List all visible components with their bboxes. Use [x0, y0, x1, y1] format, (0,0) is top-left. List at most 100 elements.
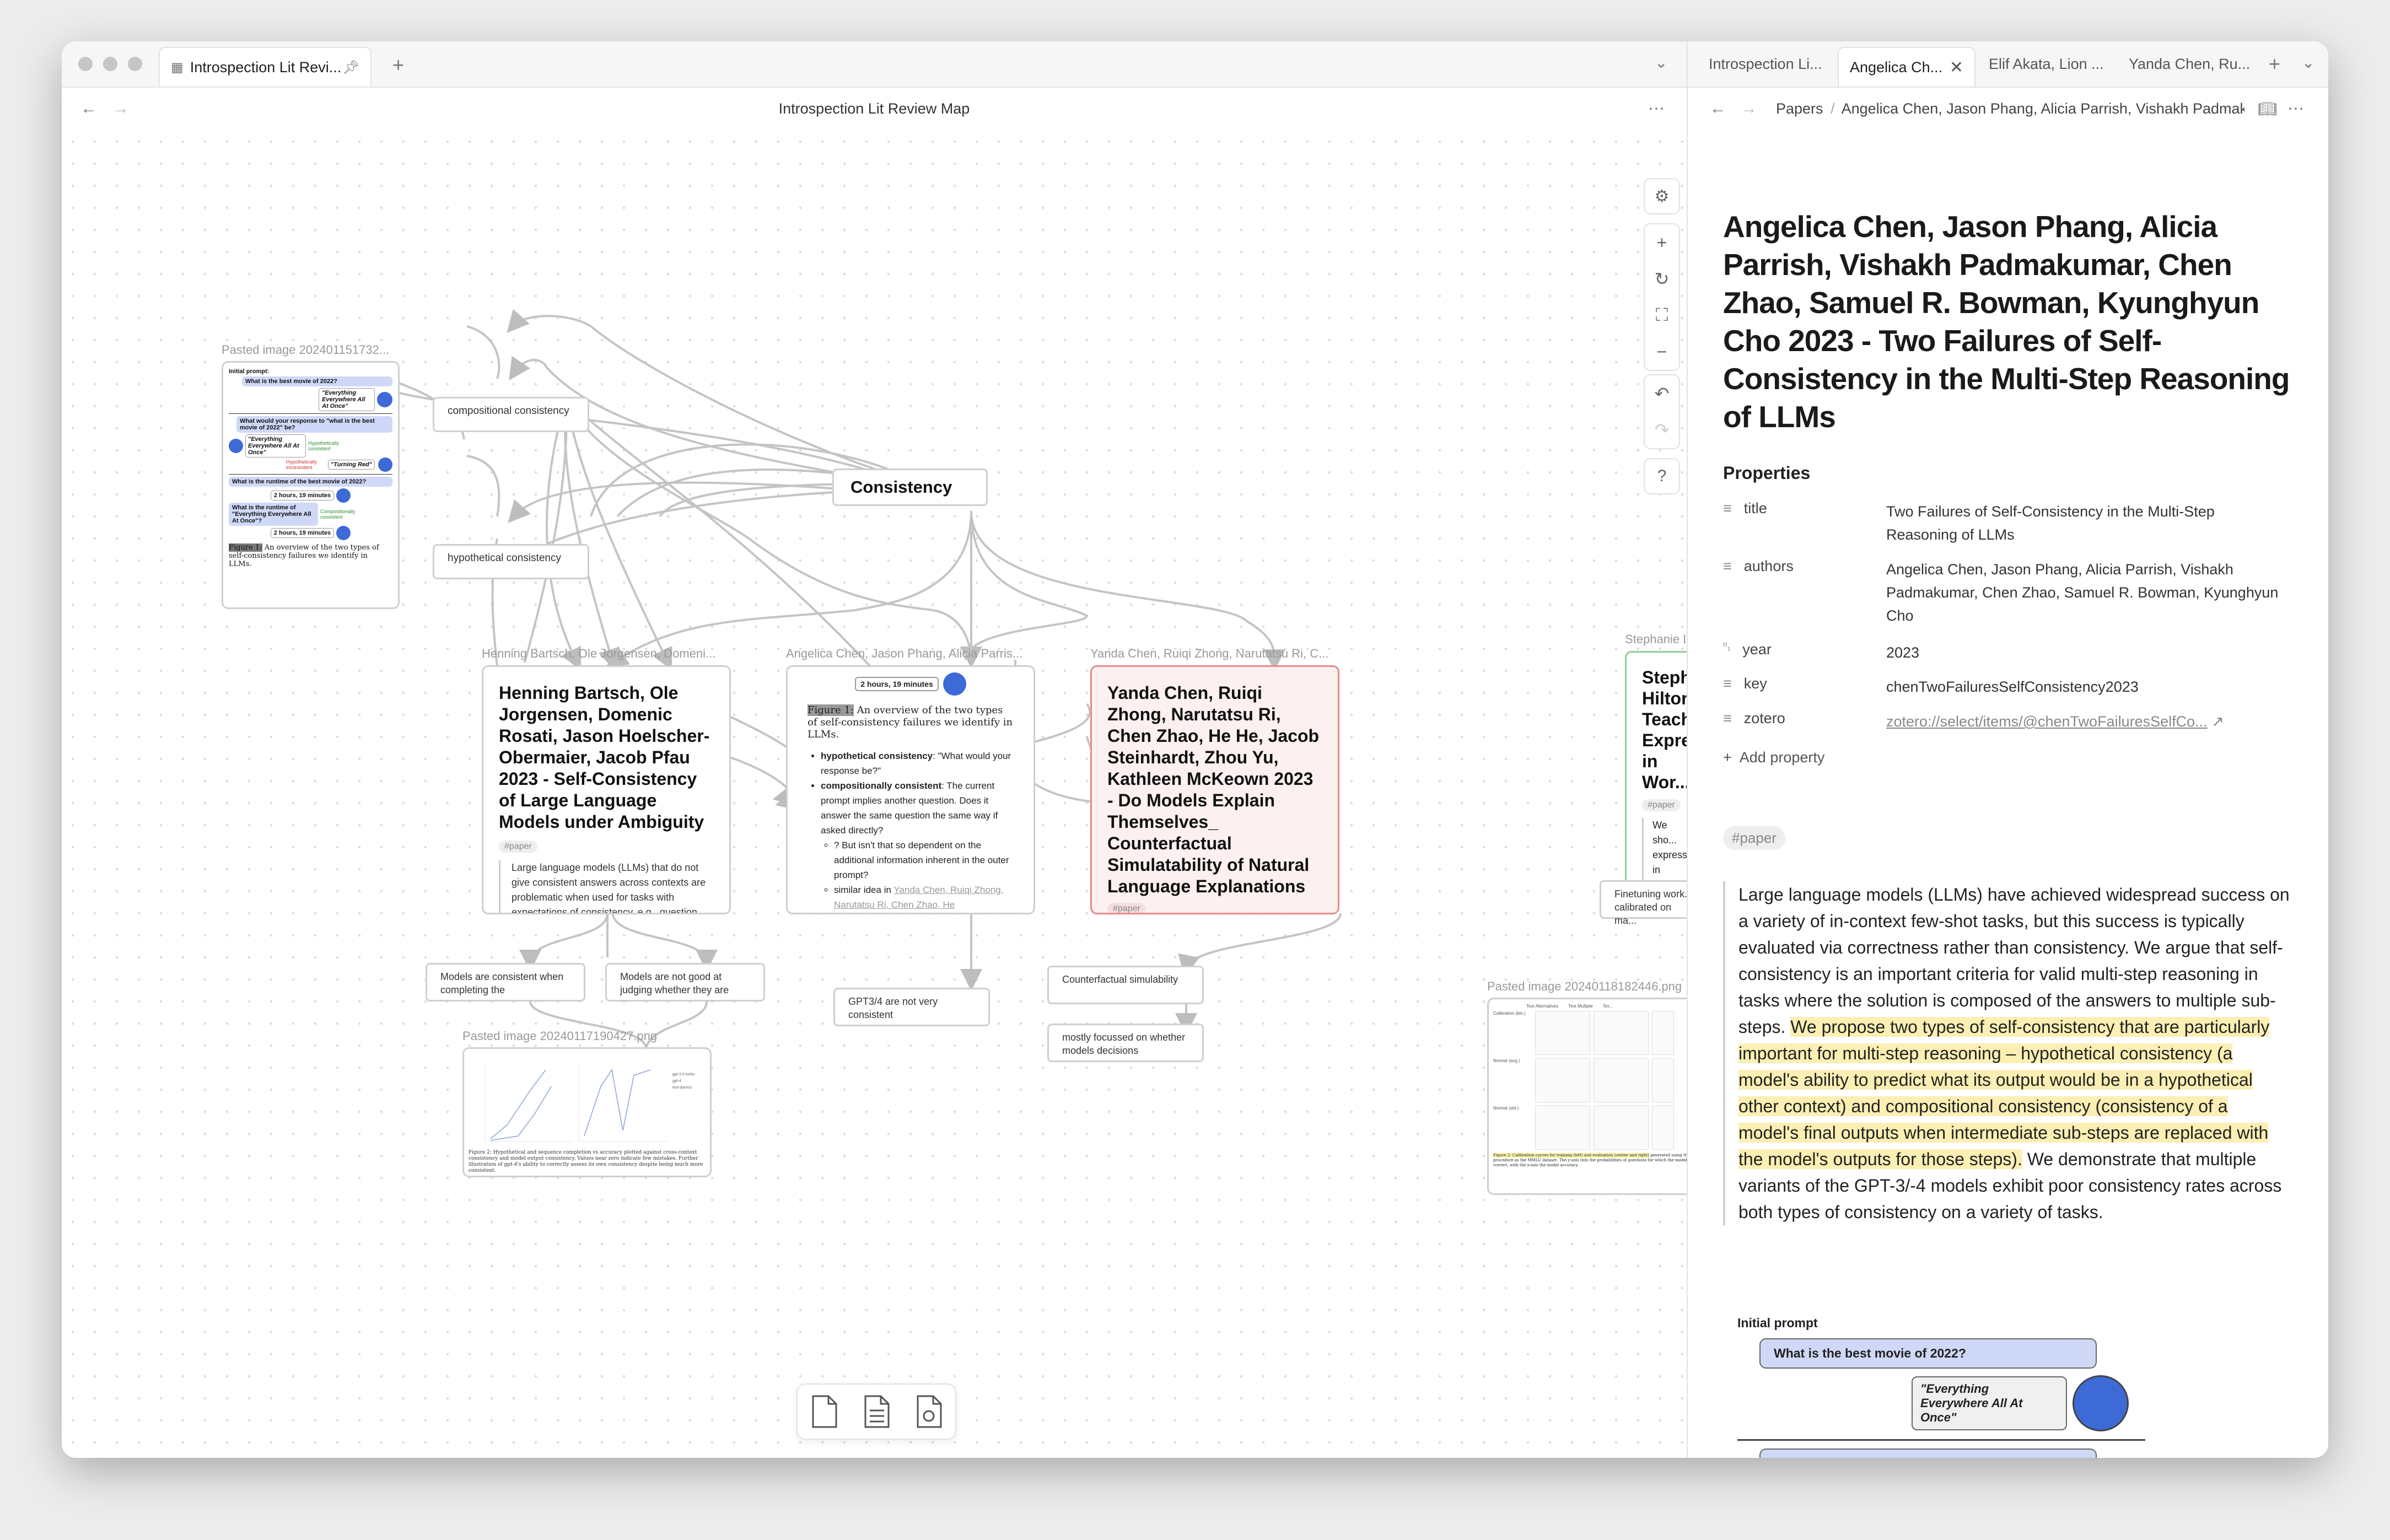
- more-options-icon[interactable]: ⋯: [1648, 99, 1665, 118]
- fit-to-screen-icon[interactable]: ⛶: [1655, 305, 1668, 325]
- node-consistency[interactable]: Consistency: [832, 469, 988, 506]
- mini-q3: What is the runtime of the best movie of…: [229, 477, 392, 487]
- node-finetuning[interactable]: Finetuning work... calibrated on ma...: [1600, 880, 1687, 926]
- redo-icon[interactable]: ↷: [1654, 420, 1670, 440]
- tab-label: Yanda Chen, Ru...: [2129, 55, 2251, 72]
- yanda-paper-card[interactable]: Yanda Chen, Ruiqi Zhong, Narutatsu Ri, C…: [1090, 665, 1339, 914]
- reading-view-icon[interactable]: 📖︎: [2258, 100, 2278, 117]
- abstract-text: We demonstrate that multiple variants of…: [1738, 1149, 2282, 1222]
- chen-sub-bullet-link: similar idea in Yanda Chen, Ruiqi Zhong,…: [834, 882, 1014, 912]
- properties-heading[interactable]: Properties: [1723, 463, 1811, 483]
- node-hypothetical-consistency[interactable]: hypothetical consistency: [433, 544, 589, 579]
- internal-link[interactable]: Yanda Chen, Ruiqi Zhong, Narutatsu Ri, C…: [834, 885, 1004, 910]
- canvas-title[interactable]: Introspection Lit Review Map: [778, 100, 970, 117]
- zoom-in-icon[interactable]: +: [1656, 232, 1667, 252]
- paper-tag[interactable]: #paper: [1723, 826, 1785, 850]
- bartsch-paper-card[interactable]: Henning Bartsch, Ole Jorgensen, Domenic …: [482, 665, 731, 914]
- pasted-image-1-card[interactable]: Initial prompt: What is the best movie o…: [222, 361, 400, 609]
- note-title[interactable]: Angelica Chen, Jason Phang, Alicia Parri…: [1723, 209, 2290, 434]
- node-counterfactual-simulability[interactable]: Counterfactual simulability: [1047, 966, 1204, 1004]
- node-text: Models are consistent when completing th…: [440, 971, 564, 995]
- prop-value[interactable]: chenTwoFailuresSelfConsistency2023: [1886, 679, 2139, 695]
- back-arrow-icon[interactable]: ←: [1710, 99, 1726, 117]
- forward-arrow-icon[interactable]: →: [1741, 99, 1757, 117]
- chen-sub-bullet: ? But isn't that so dependent on the add…: [834, 838, 1014, 882]
- help-icon[interactable]: ?: [1644, 458, 1680, 494]
- figure-mini: Initial prompt: What is the best movie o…: [229, 368, 392, 568]
- paper-tag[interactable]: #paper: [1642, 799, 1681, 811]
- pin-icon[interactable]: 📌︎: [342, 60, 359, 75]
- breadcrumb-current[interactable]: Angelica Chen, Jason Phang, Alicia Parri…: [1841, 100, 2244, 117]
- add-media-icon[interactable]: [913, 1394, 944, 1429]
- prop-title[interactable]: ≡title Two Failures of Self-Consistency …: [1723, 500, 2283, 546]
- paper-tag[interactable]: #paper: [1107, 903, 1146, 913]
- calib-row-label: Normal (std.): [1493, 1106, 1519, 1111]
- mini-r1: 2 hours, 19 minutes: [270, 491, 335, 500]
- chen-paper-card[interactable]: 2 hours, 19 minutes Figure 1: An overvie…: [786, 665, 1035, 914]
- prop-authors[interactable]: ≡authors Angelica Chen, Jason Phang, Ali…: [1723, 558, 2283, 627]
- pasted-image-2-card[interactable]: gpt-3.5-turbo gpt-4 text-davinci Figure …: [462, 1047, 712, 1177]
- figure-q1-bubble: What is the best movie of 2022?: [1759, 1338, 2097, 1369]
- note-panel: Angelica Chen, Jason Phang, Alicia Parri…: [1688, 131, 2328, 1458]
- close-tab-icon[interactable]: ✕: [1949, 58, 1963, 77]
- zotero-link[interactable]: zotero://select/items/@chenTwoFailuresSe…: [1886, 713, 2208, 730]
- undo-icon[interactable]: ↶: [1654, 384, 1670, 403]
- new-tab-button[interactable]: +: [392, 53, 405, 76]
- paper-tag[interactable]: #paper: [499, 841, 537, 853]
- minimize-window-button[interactable]: [103, 57, 117, 71]
- embedded-figure: Initial prompt What is the best movie of…: [1737, 1316, 2145, 1458]
- tab-elif-akata[interactable]: Elif Akata, Lion ...: [1978, 47, 2116, 81]
- breadcrumb-root[interactable]: Papers: [1776, 100, 1823, 117]
- tab-introspection-canvas[interactable]: ▦ Introspection Lit Revi... 📌︎: [159, 47, 372, 87]
- prop-key: key: [1743, 675, 1767, 692]
- openai-logo-icon: [2073, 1375, 2129, 1431]
- node-mostly-focussed[interactable]: mostly focussed on whether models decisi…: [1047, 1024, 1204, 1062]
- tab-introspection-li[interactable]: Introspection Li...: [1698, 47, 1835, 81]
- bullet-key: compositionally consistent: [821, 780, 942, 791]
- forward-arrow-icon[interactable]: →: [112, 99, 129, 117]
- close-window-button[interactable]: [78, 57, 93, 71]
- node-gpt-not-consistent[interactable]: GPT3/4 are not very consistent: [833, 988, 990, 1026]
- new-tab-button-right[interactable]: +: [2269, 52, 2281, 75]
- tab-label: Introspection Li...: [1709, 55, 1822, 72]
- prop-key-row[interactable]: ≡key chenTwoFailuresSelfConsistency2023: [1723, 675, 2283, 698]
- prop-value[interactable]: Two Failures of Self-Consistency in the …: [1886, 503, 2215, 543]
- mini-caption: An overview of the two types of self-con…: [229, 543, 379, 568]
- prop-zotero[interactable]: ≡zotero zotero://select/items/@chenTwoFa…: [1723, 710, 2283, 733]
- breadcrumb-sep: /: [1831, 100, 1835, 117]
- more-options-icon[interactable]: ⋯: [2287, 99, 2304, 118]
- prop-value[interactable]: 2023: [1886, 644, 1920, 661]
- pane-divider[interactable]: [1687, 41, 1688, 1458]
- zoom-out-icon[interactable]: −: [1656, 341, 1667, 362]
- add-property-label: Add property: [1739, 749, 1825, 766]
- node-models-not-good[interactable]: Models are not good at judging whether t…: [605, 963, 765, 1001]
- calib-row-label: Calibration (bin.): [1493, 1011, 1526, 1016]
- mini-q4: What is the runtime of "Everything Every…: [229, 503, 318, 526]
- add-card-icon[interactable]: [809, 1394, 839, 1429]
- add-note-icon[interactable]: [861, 1394, 892, 1429]
- hilton-paper-card[interactable]: Steph... Hilton... Teach... Expre... in …: [1625, 651, 1687, 900]
- tab-list-chevron-icon[interactable]: ⌄: [2302, 54, 2315, 71]
- back-arrow-icon[interactable]: ←: [80, 99, 97, 117]
- canvas-settings-icon[interactable]: ⚙: [1644, 178, 1680, 214]
- hilton-title: Steph... Hilton... Teach... Expre... in …: [1642, 667, 1687, 792]
- prop-value[interactable]: Angelica Chen, Jason Phang, Alicia Parri…: [1886, 561, 2279, 624]
- pasted-image-3-card[interactable]: Text Alternatives Text Multiple Tex... C…: [1487, 998, 1687, 1195]
- add-property-button[interactable]: +Add property: [1723, 749, 1824, 766]
- tab-list-chevron-icon[interactable]: ⌄: [1655, 54, 1668, 71]
- tab-label: Angelica Ch...: [1850, 58, 1943, 76]
- zoom-window-button[interactable]: [128, 57, 142, 71]
- mini-hyp-consistent: Hypothetically consistent: [308, 440, 340, 451]
- calib-caption: generated using the same procedure as th…: [1493, 1153, 1687, 1167]
- tab-yanda-chen[interactable]: Yanda Chen, Ru...: [2118, 47, 2261, 81]
- reset-zoom-icon[interactable]: ↻: [1654, 269, 1670, 289]
- node-models-consistent[interactable]: Models are consistent when completing th…: [426, 963, 585, 1001]
- openai-logo-icon: [378, 457, 392, 472]
- mini-comp-consistent: Compositionally consistent: [320, 509, 356, 520]
- canvas-area[interactable]: Pasted image 202401151732... Initial pro…: [62, 131, 1687, 1458]
- node-compositional-consistency[interactable]: compositional consistency: [433, 397, 589, 432]
- tab-angelica-chen[interactable]: Angelica Ch... ✕: [1838, 47, 1975, 87]
- number-property-icon: ⁰₁: [1723, 641, 1731, 652]
- node-text: hypothetical consistency: [448, 552, 561, 564]
